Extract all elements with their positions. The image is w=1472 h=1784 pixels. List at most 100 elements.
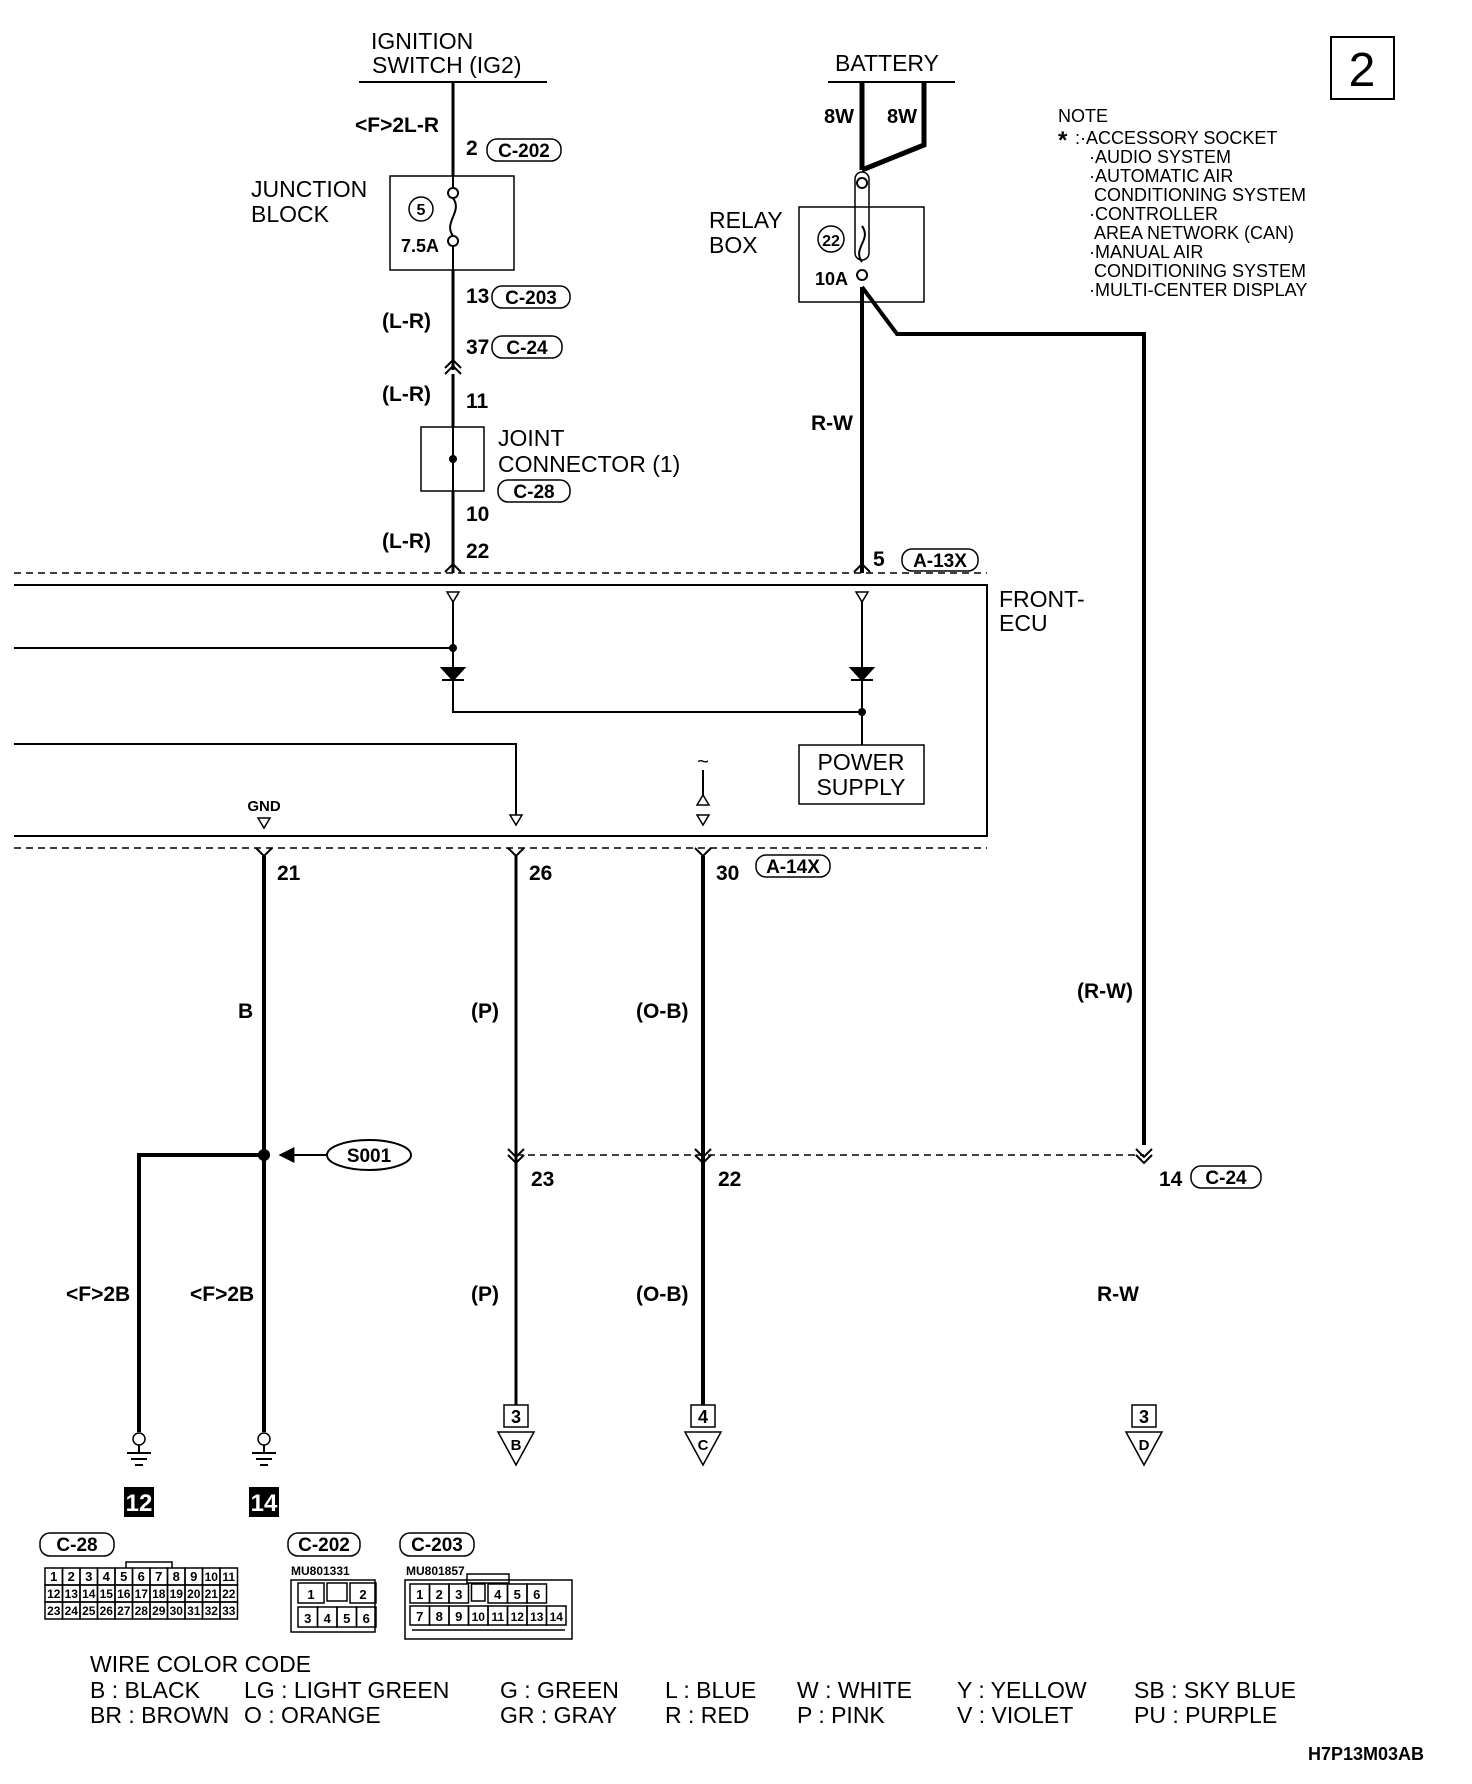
dest-box	[690, 1404, 716, 1428]
wire-ob-label: (O-B)	[636, 1000, 688, 1023]
ecu-out-triangle-gnd	[256, 817, 272, 830]
ecu-out-triangle-26	[508, 814, 524, 827]
c28-pin: 27	[117, 1604, 131, 1618]
c24-upper-pin2: 11	[466, 390, 489, 413]
page-label-box	[1330, 36, 1395, 100]
dest-number: 4	[698, 1407, 708, 1427]
c202-cell	[355, 1606, 377, 1628]
conn-c28-tag	[497, 479, 571, 503]
wire-ob2-label: (O-B)	[636, 1283, 688, 1306]
ecu-tilde: ~	[697, 751, 709, 773]
ecu-frame	[14, 584, 988, 837]
conn-c28-tag-text: C-28	[513, 482, 554, 503]
c203-pin: 8	[436, 1609, 443, 1624]
c202-pin: 3	[304, 1611, 311, 1626]
conn-c203-diagram-tag	[399, 1532, 475, 1557]
wire-p2-label: (P)	[471, 1283, 499, 1306]
ignition-label-1: IGNITION	[371, 28, 473, 54]
wire-p-label: (P)	[471, 1000, 499, 1023]
c202-blank-cell	[326, 1582, 348, 1602]
dest-triangle	[683, 1431, 723, 1467]
relay-wire-label: R-W	[811, 412, 853, 435]
dest-letter: B	[511, 1437, 522, 1454]
relay-fuse-rating: 10A	[815, 269, 848, 289]
c28-pin: 10	[205, 1570, 219, 1584]
c203-pin: 11	[491, 1610, 504, 1624]
power-supply-label-1: POWER	[818, 749, 905, 775]
dest-triangle	[496, 1431, 536, 1467]
c203-pin: 5	[514, 1587, 521, 1602]
joint-connector-label-2: CONNECTOR (1)	[498, 451, 680, 477]
c202-pin: 6	[363, 1611, 370, 1626]
junction-fuse-no: 5	[417, 202, 426, 219]
ignition-label-2: SWITCH (IG2)	[372, 52, 522, 78]
c28-pin: 8	[173, 1569, 180, 1584]
conn-c24-lower-tag	[1190, 1165, 1262, 1189]
conn-c28-diagram-tag-text: C-28	[56, 1535, 97, 1556]
conn-c202-tag-text: C-202	[498, 141, 550, 162]
dest-triangle	[1124, 1431, 1164, 1467]
ground-num-left: 12	[126, 1490, 153, 1517]
c203-pin: 7	[416, 1609, 423, 1624]
wire-f2b-right-label: <F>2B	[190, 1283, 254, 1306]
ecu-out-chevron-30	[694, 847, 712, 858]
c28-pin: 15	[100, 1587, 114, 1601]
conn-c203-tag	[491, 285, 571, 309]
c28-pin: 18	[152, 1587, 166, 1601]
relay-wire-right	[860, 285, 1146, 1145]
c203-cell	[545, 1605, 567, 1626]
conn-c202-diagram-tag	[287, 1532, 361, 1557]
conn-c203-diagram-tag-text: C-203	[411, 1535, 463, 1556]
conn-a14x-tag-text: A-14X	[766, 857, 820, 878]
wire-color-title: WIRE COLOR CODE	[90, 1651, 311, 1677]
jc-pin: 10	[466, 503, 489, 526]
pin-30: 30	[716, 862, 739, 885]
diode-5	[848, 667, 876, 682]
ecu-in-triangle-5	[854, 591, 870, 604]
ignition-pin: 2	[466, 137, 478, 160]
c28-pin: 20	[187, 1587, 201, 1601]
wire-color-entry: O : ORANGE	[244, 1702, 381, 1728]
c24-upper-chevrons	[444, 358, 462, 375]
ecu-label-1: FRONT-	[999, 586, 1085, 612]
battery-wire-right: 8W	[887, 106, 917, 128]
battery-label: BATTERY	[835, 50, 939, 76]
conn-c24-upper-tag	[491, 335, 563, 359]
c203-latch	[466, 1573, 510, 1584]
c28-pin: 23	[47, 1604, 61, 1618]
c203-blank-cell	[470, 1583, 486, 1602]
ecu-junction-dot-22	[449, 644, 457, 652]
c28-pin: 17	[135, 1587, 149, 1601]
note-line: CONDITIONING SYSTEM	[1094, 261, 1306, 281]
wire-color-entry: V : VIOLET	[957, 1702, 1073, 1728]
ecu-in-triangle-22	[445, 591, 461, 604]
c28-latch	[125, 1561, 173, 1568]
c28-pin: 7	[155, 1569, 162, 1584]
conn-c202-part: MU801331	[291, 1564, 350, 1578]
c203-cell	[526, 1583, 548, 1604]
ground-num-right: 14	[251, 1490, 278, 1517]
wire-b-label: B	[238, 1000, 253, 1023]
c28-pin: 33	[222, 1604, 236, 1618]
wire-color-entry: G : GREEN	[500, 1677, 619, 1703]
c28-pin: 21	[205, 1587, 219, 1601]
junction-fuse-circle	[408, 196, 434, 222]
c24-chevrons-23	[507, 1148, 525, 1165]
ground-num-left-box	[124, 1487, 154, 1517]
c28-pin: 4	[103, 1569, 111, 1584]
pin-22: 22	[718, 1168, 741, 1191]
dest-letter: D	[1139, 1437, 1150, 1454]
c28-pin: 30	[170, 1604, 184, 1618]
figure-code: H7P13M03AB	[1308, 1744, 1424, 1764]
c203-pin: 4	[494, 1587, 502, 1602]
c202-pin: 4	[324, 1611, 332, 1626]
diode-22	[439, 667, 467, 682]
jc-wire-label: (L-R)	[382, 530, 431, 553]
c203-pin: 3	[455, 1587, 462, 1602]
c24-upper-pin: 37	[466, 336, 489, 359]
junction-fuse-symbol	[447, 176, 460, 270]
dest-letter: C	[698, 1437, 709, 1454]
